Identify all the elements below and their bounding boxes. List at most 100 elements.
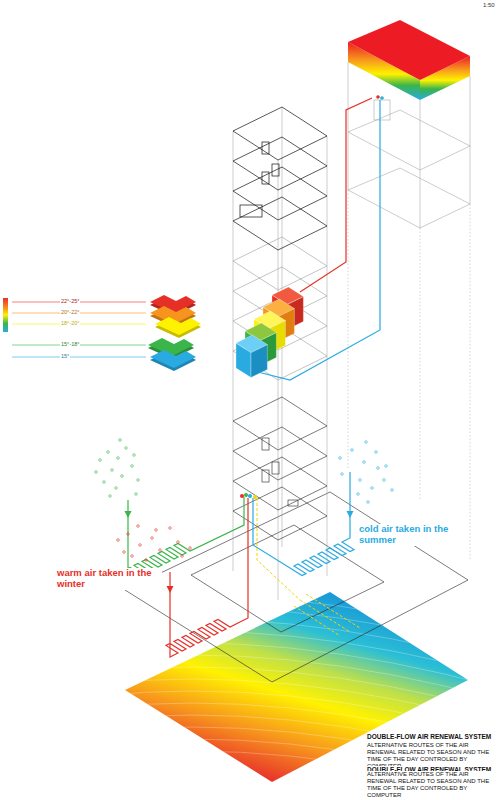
inlet-pipes [166, 498, 248, 657]
flow-arrows [125, 511, 132, 518]
dotted-guides [348, 190, 349, 470]
contour-ground [100, 679, 500, 724]
air-particles [367, 501, 370, 504]
summer-intake-label: cold air taken in the summer [358, 524, 462, 546]
air-particles [383, 479, 386, 482]
upper-floors [233, 197, 327, 250]
lower-floors [272, 462, 279, 474]
air-ducts [258, 100, 380, 380]
top-block [470, 76, 471, 204]
legend-scale-bar [3, 298, 8, 332]
air-particles [117, 457, 120, 460]
upper-floors [233, 107, 327, 250]
air-particles [385, 465, 388, 468]
upper-floors [262, 172, 269, 184]
air-ducts [300, 98, 372, 292]
air-particles [159, 549, 162, 552]
top-block [348, 110, 470, 146]
flow-arrows [167, 586, 174, 593]
top-block [348, 132, 470, 170]
dotted-guides [348, 190, 470, 560]
contour-ground [100, 595, 500, 796]
caption-heading: DOUBLE-FLOW AIR RENEWAL SYSTEM [366, 733, 492, 740]
air-particles [375, 451, 378, 454]
legend-scale-bar [3, 298, 8, 332]
air-particles [339, 441, 394, 504]
legend-label: 22°-25° [60, 299, 80, 305]
lower-floors [233, 487, 327, 540]
plinth-frame [125, 492, 468, 682]
upper-floors [240, 205, 262, 217]
air-particles [111, 469, 114, 472]
air-particles [115, 487, 118, 490]
top-block [420, 100, 421, 228]
air-particles [131, 465, 134, 468]
dotted-guides [420, 228, 421, 500]
caption-body: ALTERNATIVE ROUTES OF THE AIR RENEWAL RE… [366, 771, 500, 799]
lower-floors [262, 438, 269, 450]
air-particles [133, 454, 136, 457]
upper-floors [262, 142, 269, 154]
temperature-zones [236, 287, 303, 378]
lower-floors [233, 457, 327, 510]
pipe-ends [253, 495, 257, 499]
legend-label: 15° [60, 354, 70, 360]
middle-floors [233, 237, 327, 380]
air-particles [137, 525, 140, 528]
middle-floors [233, 267, 327, 320]
air-particles [155, 529, 158, 532]
contour-ground [100, 619, 500, 664]
top-block [374, 100, 390, 120]
air-particles [103, 481, 106, 484]
contour-ground [100, 667, 500, 712]
air-particles [181, 555, 184, 558]
air-particles [339, 457, 342, 460]
pipe-ends [248, 494, 252, 498]
inlet-pipes [126, 472, 360, 657]
legend-label: 18°-20° [60, 321, 80, 327]
contour-ground [100, 691, 500, 736]
legend-leader [12, 357, 146, 358]
air-particles [123, 551, 126, 554]
air-particles [117, 525, 192, 562]
upper-floors [272, 164, 279, 176]
air-particles [95, 439, 394, 562]
top-block [348, 62, 349, 190]
air-particles [177, 541, 180, 544]
top-block [348, 168, 470, 204]
air-particles [363, 461, 366, 464]
air-particles [139, 544, 142, 547]
air-particles [95, 471, 98, 474]
middle-floors [233, 237, 327, 290]
dotted-guides [470, 204, 471, 560]
air-particles [131, 555, 134, 558]
top-block [348, 190, 470, 228]
air-particles [135, 493, 138, 496]
air-particles [117, 539, 120, 542]
inlet-pipes [300, 600, 350, 632]
lower-floors [233, 427, 327, 480]
contour-ground [100, 643, 500, 688]
flow-arrows [347, 511, 354, 518]
air-particles [125, 447, 128, 450]
pipe-ends [240, 95, 384, 499]
inlet-pipes [257, 498, 300, 600]
lower-floors [288, 500, 298, 506]
air-particles [119, 439, 122, 442]
winter-intake-label: warm air taken in the winter [56, 568, 162, 590]
air-particles [151, 537, 154, 540]
plinth-frame [191, 525, 384, 632]
contour-ground [100, 655, 500, 700]
legend-swatch [155, 317, 201, 335]
air-particles [377, 467, 380, 470]
legend-label: 15°-18° [60, 342, 80, 348]
air-particles [99, 459, 102, 462]
air-particles [95, 439, 140, 498]
upper-floors [233, 107, 327, 160]
inlet-pipes [294, 606, 340, 636]
top-block [348, 20, 470, 228]
pipe-ends [244, 493, 248, 497]
top-block [348, 20, 470, 80]
